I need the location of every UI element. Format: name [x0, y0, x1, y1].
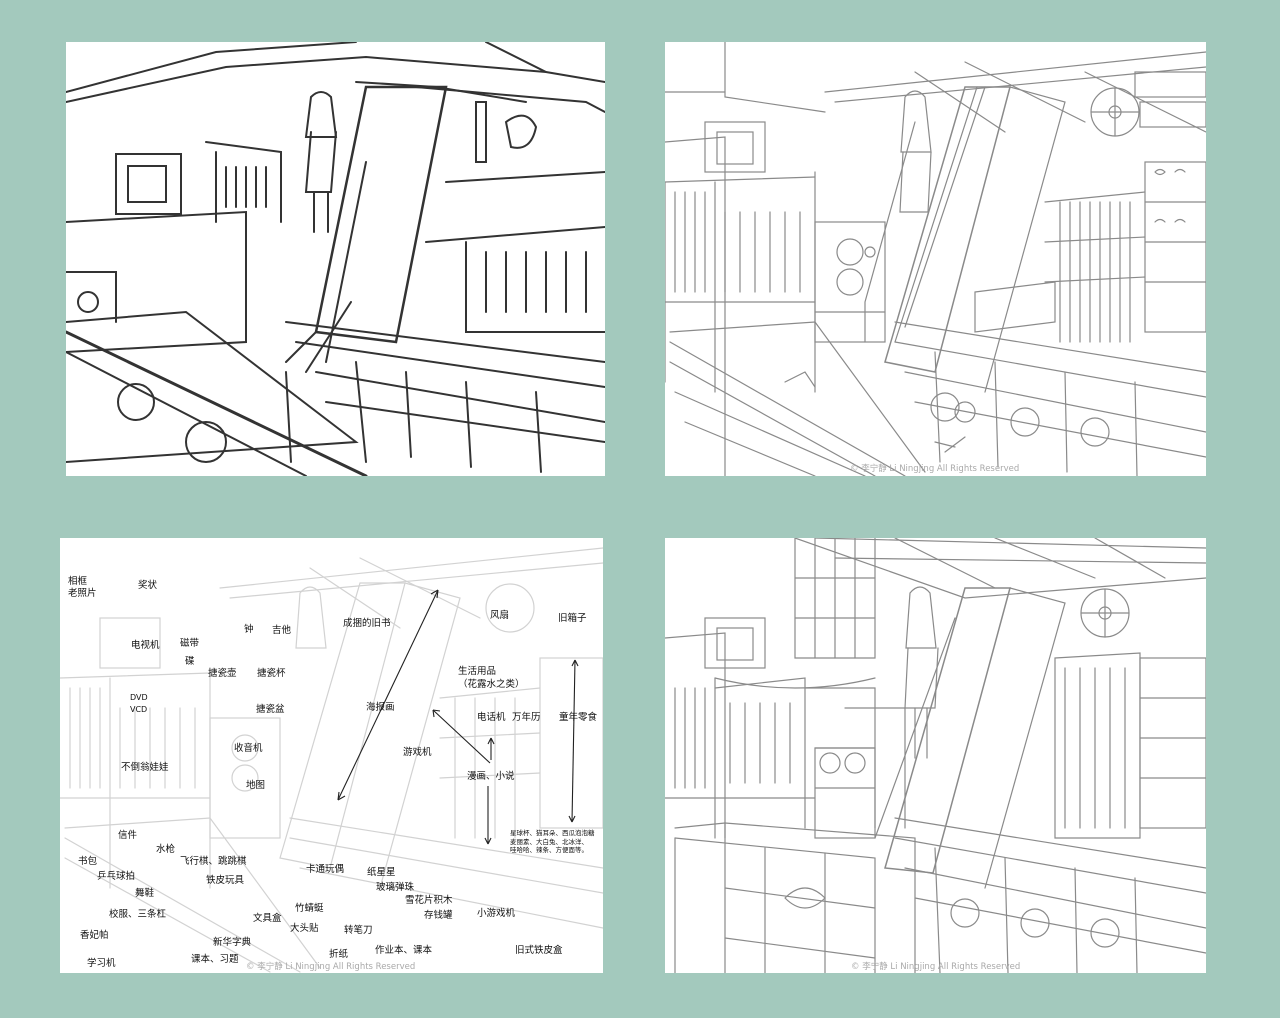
label-jiangzhuang: 奖状: [138, 580, 158, 591]
label-xuehua: 雪花片积木: [405, 895, 453, 906]
label-youxiji: 游戏机: [403, 747, 432, 758]
label-tongnianlingshi: 童年零食: [559, 712, 598, 723]
label-manhua: 漫画、小说: [467, 771, 515, 782]
annotated-panel: 相框 老照片 奖状 电视机 磁带 碟 钟 吉他 成捆的旧书 风扇 旧箱子 搪瓷壶…: [60, 538, 603, 973]
label-kebenxiti: 课本、习题: [191, 954, 239, 965]
label-zhixingxing: 纸星星: [367, 867, 396, 878]
label-jiuxiangzi: 旧箱子: [558, 613, 587, 624]
label-xinjian: 信件: [118, 830, 138, 841]
label-xiaofu: 校服、三条杠: [109, 909, 167, 920]
label-lingshi-list: 星球杯、猫耳朵、西瓜泡泡糖 麦丽素、大白兔、北冰洋、 哇哈哈、辣条、方便面等。: [510, 829, 595, 854]
label-wuxie: 舞鞋: [135, 888, 155, 899]
label-xiangkuang: 相框 老照片: [68, 576, 97, 599]
label-zuoyeben: 作业本、课本: [375, 945, 433, 956]
rough-sketch-panel: [66, 42, 605, 476]
label-tieshihe: 旧式铁皮盒: [515, 945, 563, 956]
label-xuexiji: 学习机: [87, 958, 116, 969]
label-haibaohua: 海报画: [366, 702, 395, 713]
label-zhuanbidao: 转笔刀: [344, 925, 373, 936]
label-shouyinji: 收音机: [234, 743, 263, 754]
label-wenjuhe: 文具盒: [253, 913, 282, 924]
copyright-text: © 李宁静 Li Ningjing All Rights Reserved: [851, 962, 1021, 972]
label-xinhua: 新华字典: [213, 937, 252, 948]
label-tiepi: 铁皮玩具: [206, 875, 245, 886]
label-feixingqi: 飞行棋、跳跳棋: [180, 856, 247, 867]
label-tangcibei: 搪瓷杯: [257, 668, 286, 679]
label-shuiqiang: 水枪: [156, 844, 176, 855]
label-datoutie: 大头贴: [290, 923, 319, 934]
label-tangcipen: 搪瓷盆: [256, 704, 285, 715]
label-fengshan: 风扇: [490, 610, 510, 621]
label-pingpang: 乒乓球拍: [97, 871, 136, 882]
lineart-drawing: [665, 42, 1206, 476]
label-zhezhi: 折纸: [329, 949, 349, 960]
copyright-text: © 李宁静 Li Ningjing All Rights Reserved: [246, 962, 416, 972]
label-cidai: 磁带: [180, 638, 200, 649]
label-dianshiji: 电视机: [131, 640, 160, 651]
label-wannianli: 万年历: [512, 712, 541, 723]
label-katong: 卡通玩偶: [306, 864, 345, 875]
label-dianhuaji: 电话机: [477, 712, 506, 723]
annotated-background-drawing: [60, 547, 603, 973]
label-ditu: 地图: [246, 780, 266, 791]
rough-sketch-drawing: [66, 42, 605, 476]
lineart-panel: © 李宁静 Li Ningjing All Rights Reserved: [665, 42, 1206, 476]
label-xiangfeipa: 香妃帕: [80, 930, 109, 941]
label-die: 碟: [185, 656, 195, 667]
label-shenghuoyongpin: 生活用品 （花露水之类）: [458, 666, 525, 690]
label-boli: 玻璃弹珠: [376, 882, 415, 893]
label-zhong: 钟: [244, 624, 254, 635]
refined-lineart-panel: © 李宁静 Li Ningjing All Rights Reserved: [665, 538, 1206, 973]
label-tangcihu: 搪瓷壶: [208, 668, 237, 679]
refined-lineart-drawing: [665, 538, 1206, 973]
annotation-arrows: [337, 589, 579, 845]
label-budaoweng: 不倒翁娃娃: [121, 762, 169, 773]
label-xiaoyouxiji: 小游戏机: [477, 908, 516, 919]
label-zhuqingting: 竹蜻蜓: [295, 903, 324, 914]
label-shubao: 书包: [78, 856, 98, 867]
label-jita: 吉他: [272, 625, 292, 636]
label-cunqianguan: 存钱罐: [424, 910, 453, 921]
label-cheng-kun: 成捆的旧书: [343, 618, 391, 629]
copyright-text: © 李宁静 Li Ningjing All Rights Reserved: [850, 464, 1020, 474]
label-dvd: DVD VCD: [130, 693, 148, 714]
